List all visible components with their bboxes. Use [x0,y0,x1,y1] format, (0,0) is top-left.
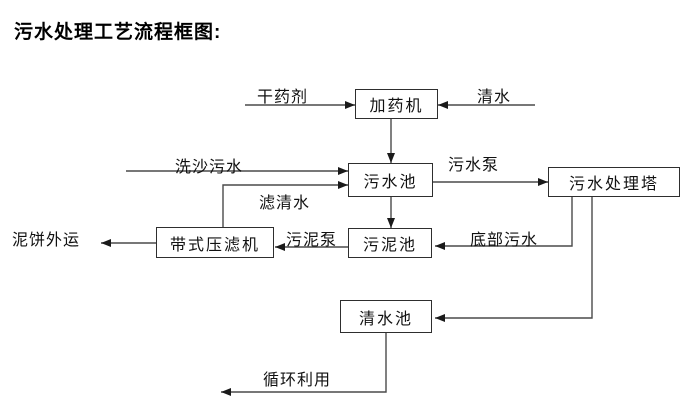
page-title: 污水处理工艺流程框图: [14,22,222,43]
flow-label-mud-cake-out: 泥饼外运 [12,232,81,249]
node-sewage-pool: 污水池 [348,163,433,197]
flow-label-filtered-water: 滤清水 [259,195,311,212]
flow-label-dry-chemical: 干药剂 [257,89,309,106]
flow-label-recycle-use: 循环利用 [263,372,332,389]
arrow-filtered-water-to-sewage-pool [222,181,348,227]
flow-label-bottom-sewage: 底部污水 [470,232,539,249]
arrow-treatment-tower-to-clean-water-pool [435,197,593,322]
node-dosing-machine: 加药机 [355,89,438,119]
flow-label-clean-water: 清水 [477,89,512,106]
node-belt-filter-press: 带式压滤机 [156,227,274,258]
arrow-clean-water-pool-to-recycle-use [221,333,387,396]
flow-label-sand-washing-sewage: 洗沙污水 [175,159,244,176]
node-treatment-tower: 污水处理塔 [548,167,680,197]
node-clean-water-pool: 清水池 [340,300,432,333]
node-sludge-pool: 污泥池 [348,228,432,258]
flow-label-sewage-pump: 污水泵 [448,157,500,174]
flow-label-sludge-pump: 污泥泵 [286,232,338,249]
arrow-bottom-sewage-to-sludge-pool [435,197,573,250]
